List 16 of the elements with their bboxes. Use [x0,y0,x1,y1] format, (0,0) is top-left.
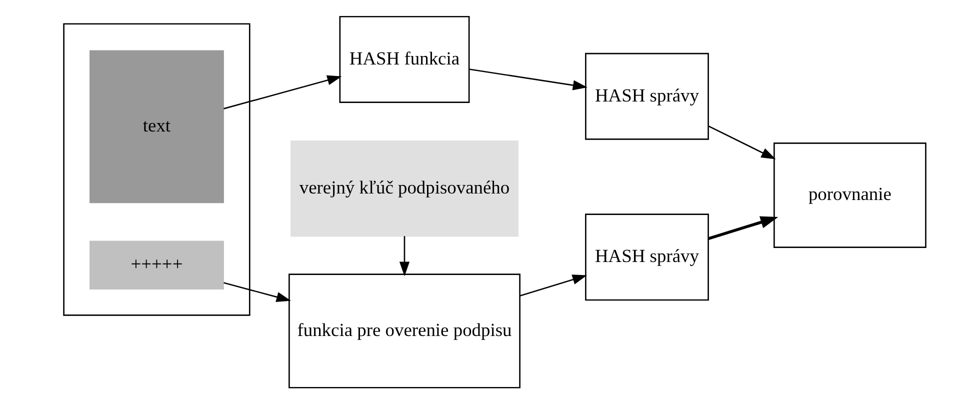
cluster [63,23,250,316]
node-box: HASH správy [585,52,709,140]
arrow [708,125,776,160]
node-box: +++++ [90,240,224,290]
arrow [224,75,342,110]
node-box: verejný kľúč podpisovaného [290,140,518,237]
node-box: HASH funkcia [339,16,470,103]
node-box: HASH správy [585,214,709,301]
arrow [708,216,778,240]
arrow [469,68,588,90]
node-box: porovnanie [774,142,926,248]
node-box: text [90,50,224,204]
node-box: funkcia pre overenie podpisu [288,274,520,388]
arrow [399,236,410,276]
arrow [224,282,291,302]
arrow [520,274,587,296]
